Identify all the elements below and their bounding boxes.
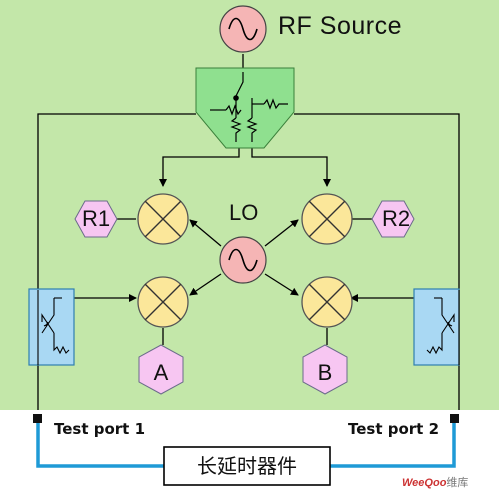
receiver-r1-hexagon	[74, 200, 118, 238]
mixer-x-icon	[144, 283, 182, 321]
receiver-r2-label: R2	[381, 206, 411, 231]
receiver-r1-label: R1	[81, 206, 111, 231]
test-port1-label: Test port 1	[54, 420, 146, 438]
mixer-r1	[137, 193, 189, 245]
mixer-x-icon	[144, 200, 182, 238]
coupler-port1	[28, 288, 75, 366]
mixer-r2	[301, 193, 353, 245]
lo-source	[219, 236, 267, 284]
receiver-b-label: B	[317, 360, 333, 385]
watermark: WeeQoo维库	[402, 474, 468, 490]
mixer-x-icon	[308, 283, 346, 321]
receiver-r2-hexagon	[371, 200, 415, 238]
rf-switch-block	[195, 67, 295, 149]
rf-source	[219, 5, 267, 53]
directional-coupler-icon	[426, 290, 460, 365]
dut-box	[163, 446, 331, 486]
mixer-a	[137, 276, 189, 328]
mixer-x-icon	[308, 200, 346, 238]
watermark-brand: WeeQoo	[402, 477, 447, 489]
rf-source-label: RF Source	[278, 12, 402, 40]
dut-label: 长延时器件	[197, 454, 297, 478]
watermark-suffix: 维库	[446, 477, 469, 489]
sine-wave-icon	[228, 248, 258, 272]
test-port2-label: Test port 2	[348, 420, 440, 438]
receiver-a-label: A	[153, 360, 169, 385]
switch-icon	[210, 72, 288, 142]
test-port1-connector	[33, 414, 42, 423]
cables	[36, 423, 456, 468]
signal-wires	[37, 54, 460, 410]
lo-label: LO	[229, 200, 259, 225]
receiver-a-hexagon	[138, 344, 184, 395]
test-port2-connector	[450, 414, 459, 423]
coupler-port2	[413, 288, 460, 366]
receiver-b-hexagon	[302, 344, 348, 395]
sine-wave-icon	[228, 17, 258, 41]
directional-coupler-icon	[37, 290, 70, 365]
mixer-b	[301, 276, 353, 328]
